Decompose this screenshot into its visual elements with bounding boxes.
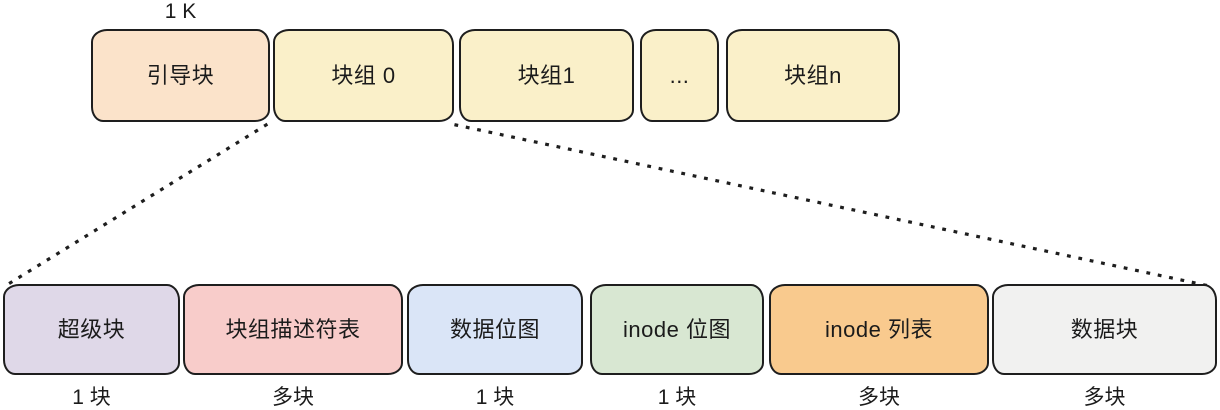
data-bitmap-label: 数据位图	[449, 316, 540, 342]
superblock: 超级块	[3, 284, 180, 375]
block-group-n: 块组n	[726, 29, 900, 122]
group-descriptor-table: 块组描述符表	[183, 284, 403, 375]
data-bitmap-count-label: 1 块	[475, 386, 515, 409]
expansion-dotted-line-right	[454, 123, 1216, 289]
block-boot: 引导块	[91, 29, 270, 122]
group-descriptor-table-count-label: 多块	[272, 386, 314, 409]
superblock-label: 超级块	[57, 316, 126, 342]
block-group-0: 块组 0	[273, 29, 454, 122]
block-group-0-label: 块组 0	[331, 62, 396, 88]
block-group-1: 块组1	[459, 29, 634, 122]
boot-block-size-label: 1 K	[164, 0, 197, 23]
block-boot-label: 引导块	[146, 62, 215, 88]
inode-list-count-label: 多块	[858, 386, 900, 409]
data-blocks-count-label: 多块	[1083, 386, 1126, 409]
data-blocks-label: 数据块	[1070, 316, 1139, 342]
block-group-1-label: 块组1	[517, 62, 576, 88]
block-group-ellipsis: ...	[640, 29, 719, 122]
inode-bitmap-count-label: 1 块	[657, 386, 697, 409]
inode-list: inode 列表	[769, 284, 989, 375]
group-descriptor-table-label: 块组描述符表	[225, 316, 361, 342]
superblock-count-label: 1 块	[72, 386, 111, 409]
data-blocks: 数据块	[992, 284, 1217, 375]
block-group-n-label: 块组n	[784, 62, 842, 88]
block-group-ellipsis-label: ...	[669, 62, 690, 88]
inode-list-label: inode 列表	[825, 316, 933, 342]
expansion-dotted-line-left	[7, 122, 269, 286]
data-bitmap: 数据位图	[407, 284, 583, 375]
inode-bitmap: inode 位图	[590, 284, 764, 375]
inode-bitmap-label: inode 位图	[623, 316, 731, 342]
